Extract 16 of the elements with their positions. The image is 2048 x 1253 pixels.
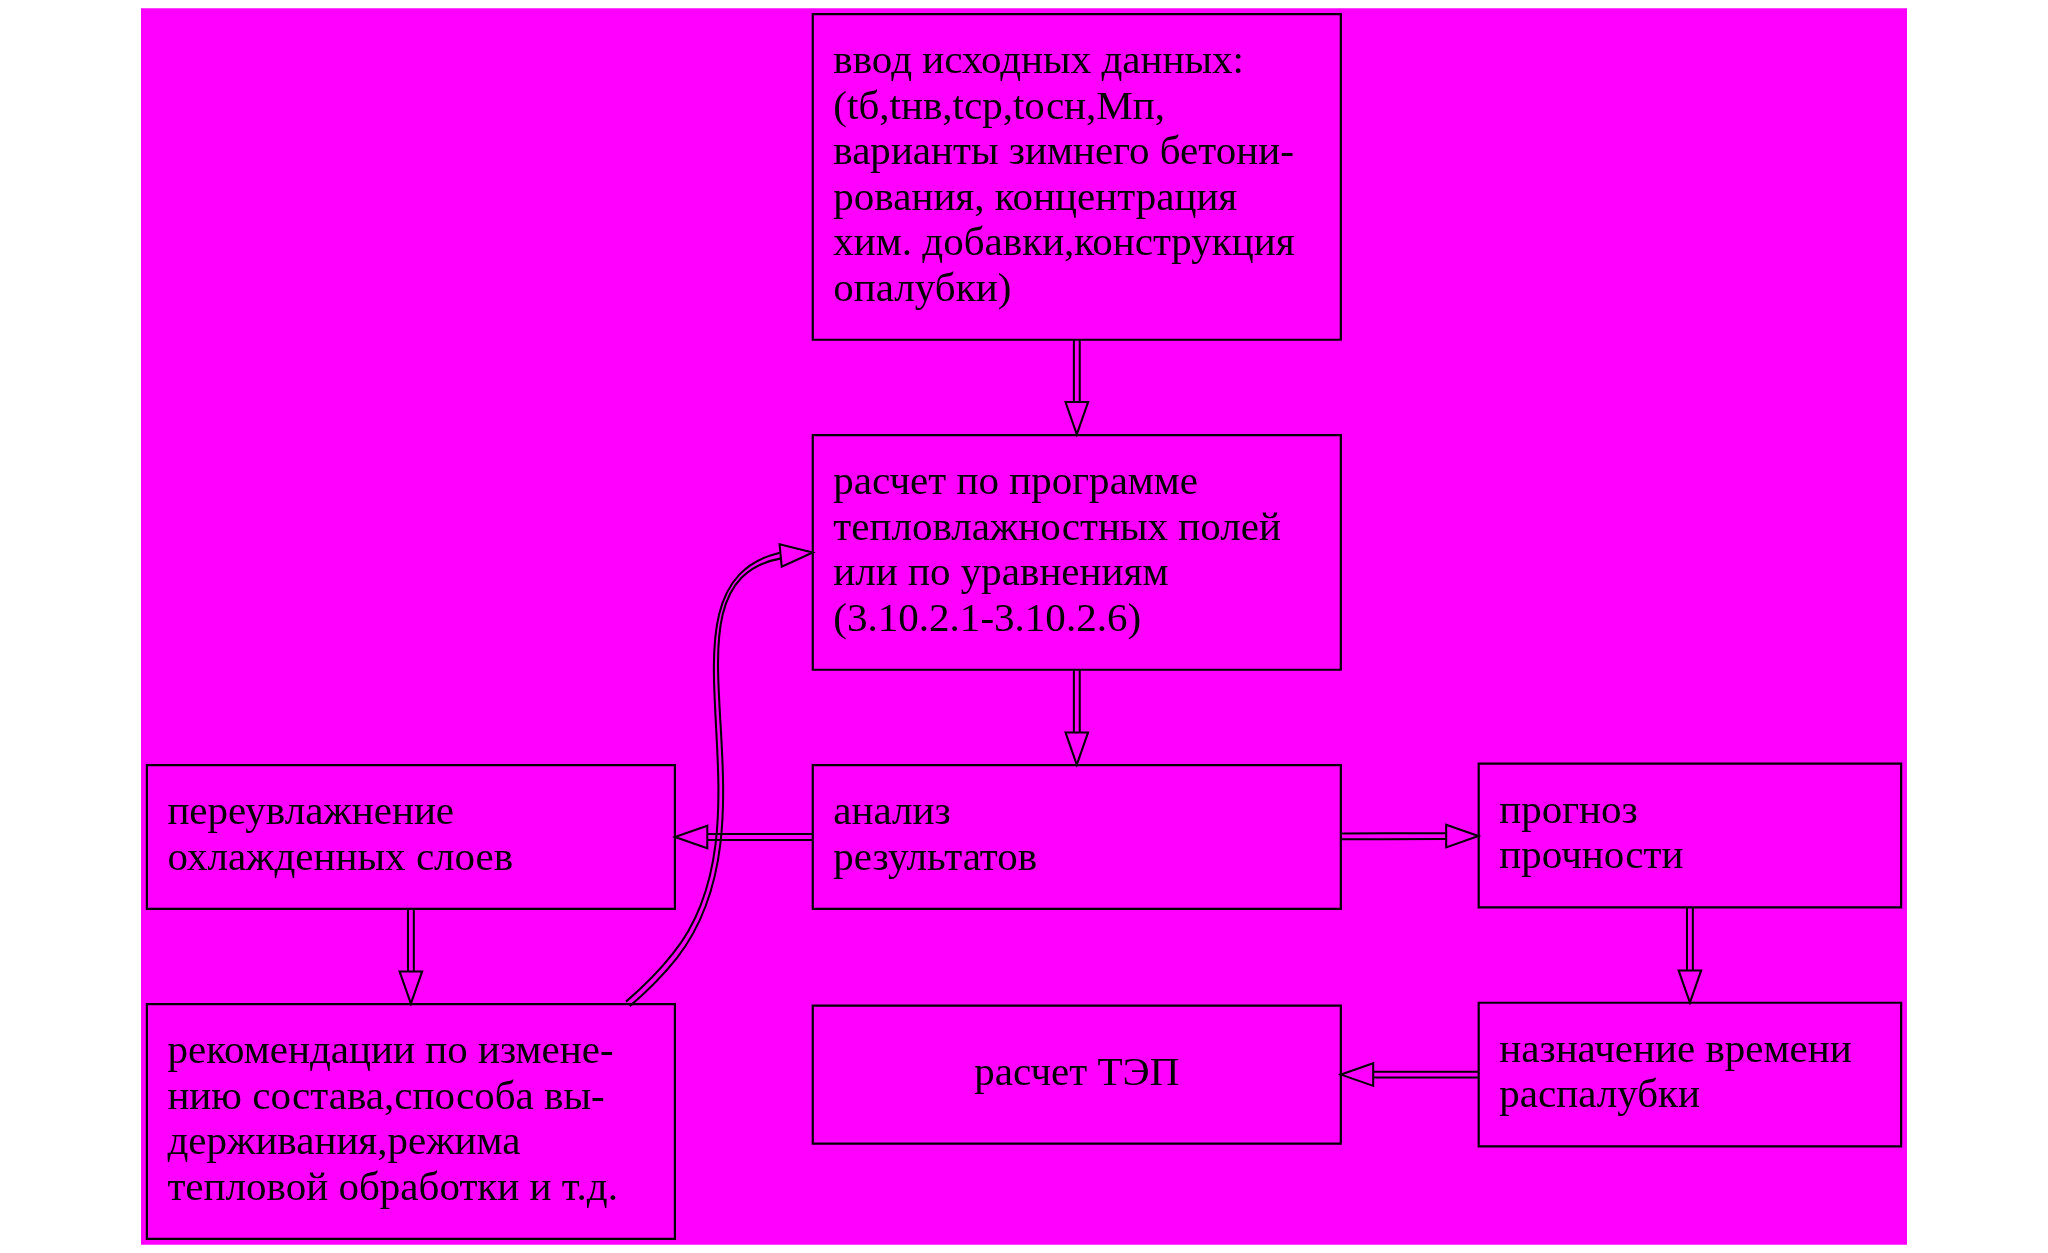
arrow xyxy=(398,909,424,1007)
node-box: расчет ТЭП xyxy=(811,1004,1342,1145)
node-box: назначение времени распалубки xyxy=(1477,1001,1903,1148)
arrow xyxy=(1064,669,1090,768)
arrow xyxy=(1064,339,1090,438)
arrow xyxy=(671,824,813,850)
arrow xyxy=(1340,823,1482,849)
node-box: рекомендации по измене- нию состава,способа вы- держивания,режима тепловой обработки и т.д. xyxy=(145,1003,676,1240)
node-box: переувлажнение охлажденных слоев xyxy=(145,764,676,910)
node-box: прогноз прочности xyxy=(1477,762,1903,909)
arrow xyxy=(1677,908,1703,1006)
node-box: расчет по программе тепловлажностных полей или по уравнениям (3.10.2.1-3.10.2.6) xyxy=(811,434,1342,671)
node-box: ввод исходных данных: (tб,tнв,tср,tосн,Мп, варианты зимнего бетони- рования, концентрация хим. добавки,конструкция опалубки) xyxy=(811,13,1342,341)
node-box: анализ результатов xyxy=(811,764,1342,910)
arrow xyxy=(625,542,816,1007)
arrow xyxy=(1337,1061,1479,1088)
